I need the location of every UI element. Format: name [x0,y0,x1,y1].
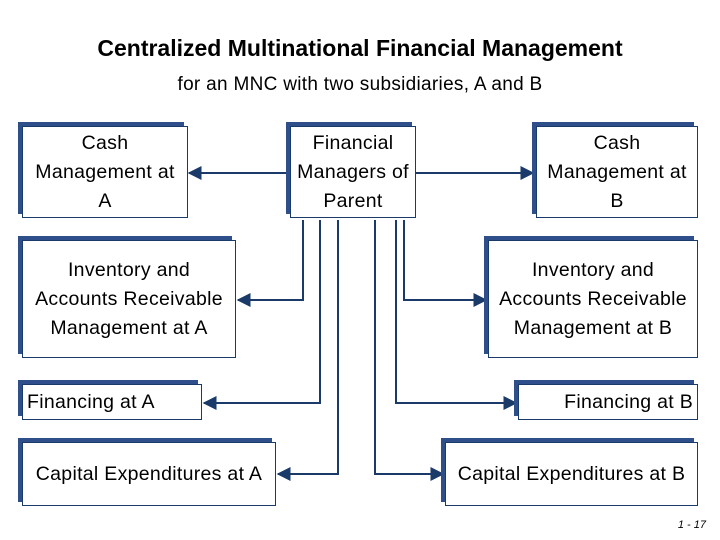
node-cash-management-b: Cash Management at B [536,126,698,218]
connector-inventory-b [403,220,488,307]
connector-capex-a [276,220,339,481]
diagram-subtitle: for an MNC with two subsidiaries, A and … [177,74,543,95]
node-financing-a: Financing at A [22,384,202,420]
node-label: Financing at B [564,390,693,413]
node-label: Cash Management at A [35,131,175,212]
node-label: Inventory and Accounts Receivable Manage… [35,258,223,339]
node-label: Financial Managers of Parent [297,131,409,212]
node-cash-management-a: Cash Management at A [22,126,188,218]
diagram-title: Centralized Multinational Financial Mana… [97,35,623,61]
connector-financing-a [202,220,321,410]
node-financing-b: Financing at B [518,384,698,420]
node-inventory-ar-a: Inventory and Accounts Receivable Manage… [22,240,236,358]
node-capex-b: Capital Expenditures at B [445,442,698,506]
page-number: 1 - 17 [677,519,706,531]
node-financial-managers-of-parent: Financial Managers of Parent [290,126,416,218]
node-capex-a: Capital Expenditures at A [22,442,276,506]
node-label: Capital Expenditures at B [457,462,686,485]
connector-financing-b [395,220,518,410]
node-label: Financing at A [27,390,155,413]
connector-inventory-a [236,220,304,307]
node-label: Cash Management at B [547,131,687,212]
connector-capex-b [374,220,445,481]
node-inventory-ar-b: Inventory and Accounts Receivable Manage… [488,240,698,358]
node-label: Inventory and Accounts Receivable Manage… [499,258,687,339]
node-label: Capital Expenditures at A [35,462,263,485]
